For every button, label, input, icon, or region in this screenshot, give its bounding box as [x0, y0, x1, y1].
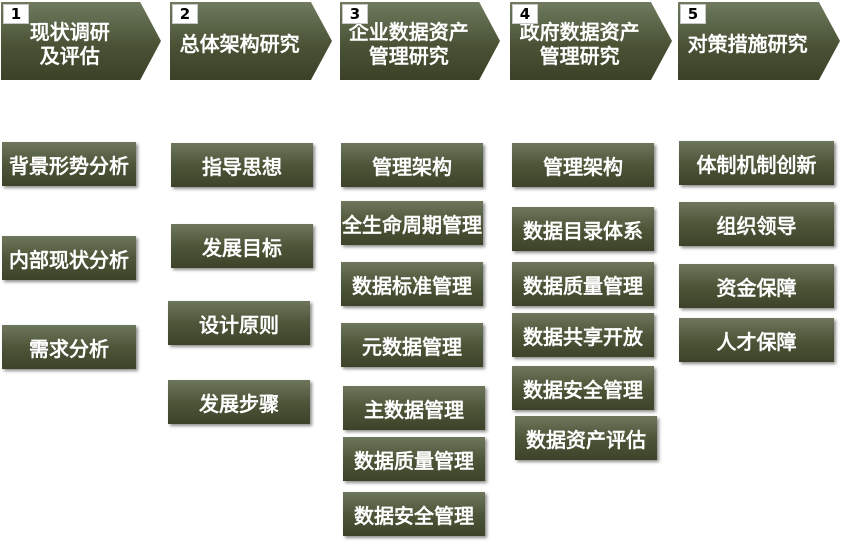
- item-col1-1: 背景形势分析: [2, 142, 136, 186]
- phase-3-number: 3: [342, 4, 368, 24]
- item-col3-6: 数据质量管理: [343, 437, 485, 481]
- item-col5-3: 资金保障: [679, 264, 834, 308]
- item-col3-4: 元数据管理: [341, 323, 483, 367]
- item-col2-2: 发展目标: [171, 224, 313, 268]
- item-col4-4: 数据共享开放: [512, 313, 654, 357]
- item-col4-3: 数据质量管理: [512, 262, 654, 306]
- item-col3-2: 全生命周期管理: [341, 201, 483, 245]
- item-col5-1: 体制机制创新: [679, 141, 834, 185]
- item-col4-5: 数据安全管理: [512, 366, 654, 410]
- item-col1-2: 内部现状分析: [2, 236, 136, 280]
- item-col4-6: 数据资产评估: [515, 416, 657, 460]
- phase-5-title: 对策措施研究: [687, 32, 808, 56]
- phase-2-title: 总体架构研究: [179, 32, 300, 56]
- item-col3-7: 数据安全管理: [343, 492, 485, 536]
- item-col3-5: 主数据管理: [343, 386, 485, 430]
- phase-4-chevron: 4 政府数据资产 管理研究: [510, 2, 672, 80]
- phase-2-number: 2: [172, 4, 198, 24]
- phase-5-chevron: 5 对策措施研究: [678, 2, 840, 80]
- item-col2-4: 发展步骤: [168, 380, 310, 424]
- item-col3-1: 管理架构: [341, 143, 483, 187]
- item-col5-4: 人才保障: [679, 318, 834, 362]
- item-col1-3: 需求分析: [2, 325, 136, 369]
- item-col5-2: 组织领导: [679, 202, 834, 246]
- phase-3-title: 企业数据资产 管理研究: [348, 20, 469, 68]
- phase-1-chevron: 1 现状调研 及评估: [1, 2, 161, 80]
- phase-4-title: 政府数据资产 管理研究: [519, 20, 640, 68]
- item-col4-2: 数据目录体系: [512, 207, 654, 251]
- phase-4-number: 4: [512, 4, 538, 24]
- phase-5-number: 5: [680, 4, 706, 24]
- item-col4-1: 管理架构: [512, 143, 654, 187]
- item-col2-1: 指导思想: [171, 143, 313, 187]
- item-col2-3: 设计原则: [168, 301, 310, 345]
- item-col3-3: 数据标准管理: [341, 262, 483, 306]
- phase-1-title: 现状调研 及评估: [29, 20, 110, 68]
- phase-3-chevron: 3 企业数据资产 管理研究: [340, 2, 500, 80]
- phase-2-chevron: 2 总体架构研究: [170, 2, 332, 80]
- phase-1-number: 1: [3, 4, 29, 24]
